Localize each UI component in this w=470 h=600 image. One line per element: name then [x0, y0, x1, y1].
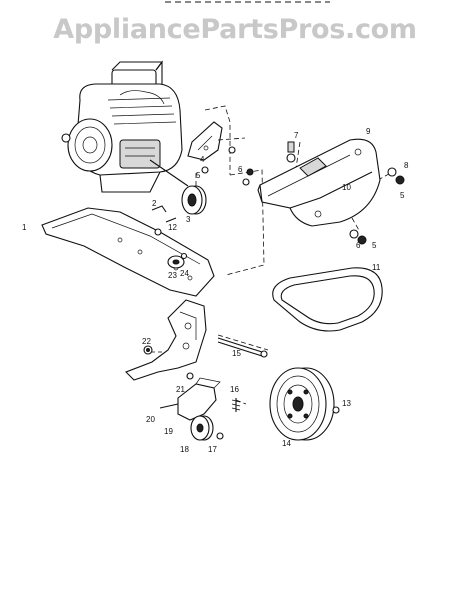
- fasteners-upper: [201, 141, 405, 245]
- label-part-4: 4: [200, 155, 205, 164]
- label-part-5-upper: 5: [196, 171, 201, 180]
- label-part-21: 21: [176, 385, 185, 394]
- part-number-labels-repeated: 5 6 5: [356, 191, 405, 250]
- label-part-15: 15: [232, 349, 241, 358]
- label-part-14: 14: [282, 439, 291, 448]
- label-part-18: 18: [180, 445, 189, 454]
- label-part-8: 8: [404, 161, 409, 170]
- engine-bracket-4: [187, 121, 223, 161]
- label-part-17: 17: [208, 445, 217, 454]
- watermark-text: AppliancePartsPros.com: [53, 14, 417, 45]
- drive-belt-11: [272, 267, 383, 332]
- label-part-16: 16: [230, 385, 239, 394]
- label-part-19: 19: [164, 427, 173, 436]
- belt-guard-9: [257, 138, 381, 227]
- part-number-labels: 1 2 3 4 5 6 7 8 9 10 11 12 13 14 15 16 1…: [22, 127, 409, 454]
- label-part-1: 1: [22, 223, 27, 232]
- label-part-7: 7: [294, 131, 299, 140]
- label-part-3: 3: [186, 215, 191, 224]
- small-parts-2-12: [151, 205, 177, 236]
- label-part-13: 13: [342, 399, 351, 408]
- label-part-22: 22: [142, 337, 151, 346]
- label-part-24: 24: [180, 269, 189, 278]
- label-part-6-left: 6: [238, 165, 243, 174]
- label-part-2: 2: [152, 199, 157, 208]
- label-part-20: 20: [146, 415, 155, 424]
- label-part-5-right: 5: [400, 191, 405, 200]
- main-plate: [41, 207, 215, 297]
- lower-bracket-22: [125, 299, 207, 381]
- label-part-11: 11: [372, 263, 381, 272]
- engine-pulley-3: [181, 185, 207, 215]
- label-part-6-right: 6: [356, 241, 361, 250]
- large-pulley-14: [269, 367, 340, 441]
- label-part-10: 10: [342, 183, 351, 192]
- shaft-15: [217, 337, 268, 358]
- lower-bracket-19: [159, 372, 241, 441]
- idler-pulley-23-24: [167, 252, 188, 269]
- label-part-9: 9: [366, 127, 371, 136]
- engine: [61, 60, 189, 193]
- label-part-23: 23: [168, 271, 177, 280]
- label-part-5-lower: 5: [372, 241, 377, 250]
- label-part-12: 12: [168, 223, 177, 232]
